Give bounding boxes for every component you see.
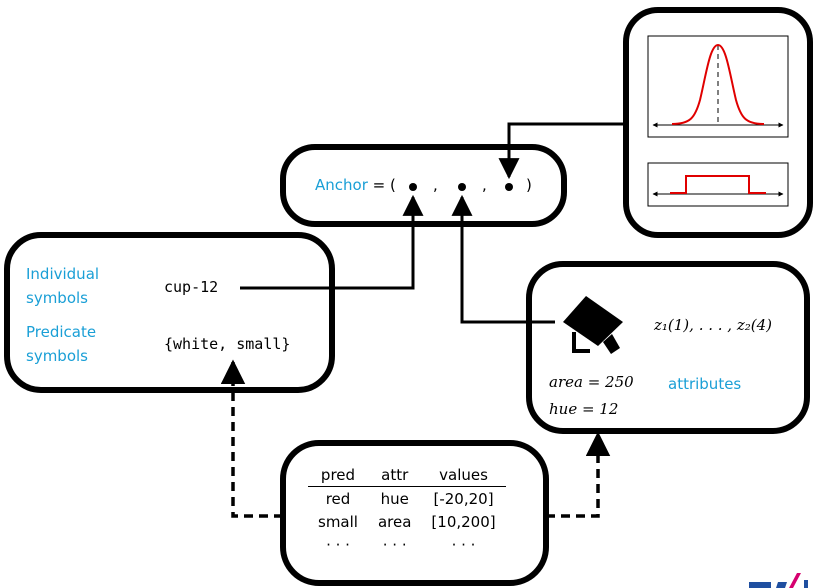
table-row: small area [10,200] [308,510,506,533]
individual-label-line1: Individual [26,265,100,283]
anchor-comma-2: , [482,176,487,194]
symbols-box [4,232,335,393]
individual-symbols-label: Individual symbols [26,262,99,310]
header-values: values [421,466,506,487]
anchor-expression: Anchor = ( [315,176,396,194]
anchor-close-paren: ) [526,176,532,194]
anchor-slot-symbol [409,183,417,191]
predicate-label-line1: Predicate [26,323,97,341]
predicate-symbol-value: {white, small} [164,335,291,353]
table-cell: [10,200] [431,513,496,531]
header-attr: attr [367,466,422,487]
predicate-symbols-label: Predicate symbols [26,320,96,368]
anchor-word: Anchor [315,176,368,194]
table-cell: small [318,513,358,531]
table-cell: hue [380,490,409,508]
predicate-label-line2: symbols [26,347,88,365]
connector-percept-to-anchor [451,194,555,324]
table-cell: · · · [326,536,350,554]
individual-label-line2: symbols [26,289,88,307]
dashed-connector-table-to-attributes [546,431,611,518]
connector-functions-to-anchor [498,122,626,180]
anchor-comma-1: , [433,176,438,194]
rect-function-icon [647,162,789,207]
table-cell: [-20,20] [433,490,494,508]
hue-attribute: hue = 12 [549,400,619,418]
header-pred: pred [308,466,368,487]
table-row: · · · · · · · · · [308,533,506,556]
dashed-connector-table-to-predicates [220,359,283,518]
table-cell: · · · [451,536,476,554]
individual-symbol-value: cup-12 [164,278,219,296]
table-header-row: pred attr values [308,466,506,487]
camera-icon [563,296,623,354]
table-cell: · · · [382,536,407,554]
table-cell: red [325,490,351,508]
anchor-box [280,144,567,227]
university-logo [749,573,808,588]
table-cell: area [377,513,412,531]
signature-text: z₁(1), . . . , z₂(4) [654,316,773,334]
connector-symbol-to-anchor [240,194,424,290]
area-attribute: area = 250 [549,373,634,391]
anchor-slot-percept [458,183,466,191]
gaussian-curve-icon [647,35,789,138]
attributes-label: attributes [668,375,742,393]
table-row: red hue [-20,20] [308,487,506,511]
anchor-slot-signature [505,183,513,191]
predicate-grounding-table: pred attr values red hue [-20,20] small … [308,466,506,556]
anchor-open-paren: = ( [372,176,396,194]
